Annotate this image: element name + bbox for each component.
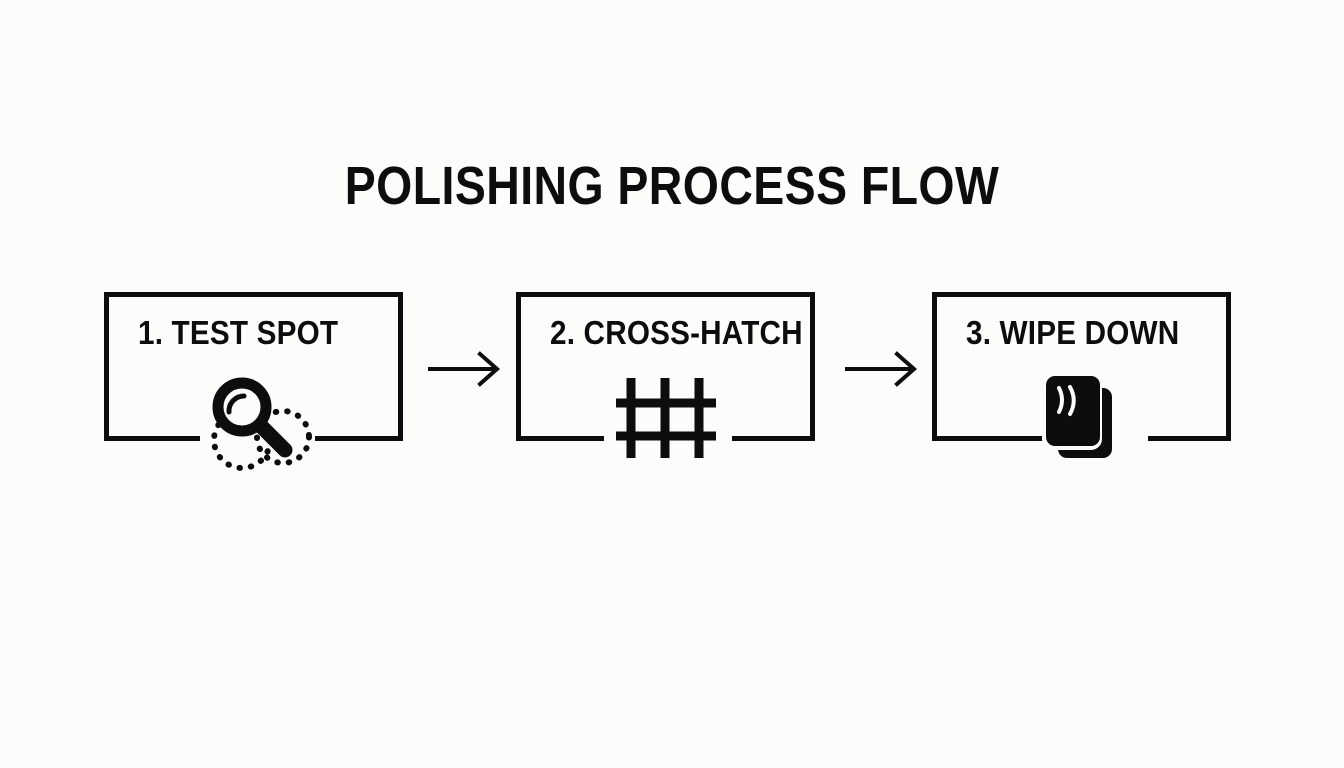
arrowhead-1 bbox=[477, 351, 501, 387]
grid-hatch-icon bbox=[612, 372, 732, 464]
step-label-2: 2. CROSS-HATCH bbox=[550, 314, 803, 351]
dotted-circle-right bbox=[254, 408, 312, 466]
step-box-outline bbox=[104, 292, 403, 441]
magnifier-icon bbox=[196, 377, 326, 471]
process-step-cross-hatch[interactable]: 2. CROSS-HATCH bbox=[516, 292, 815, 441]
lens-highlight-arc bbox=[226, 393, 247, 415]
step-label-1: 1. TEST SPOT bbox=[138, 314, 339, 351]
wipe-line-2 bbox=[1068, 385, 1076, 416]
arrowhead-2 bbox=[894, 351, 918, 387]
cloth-stack-icon bbox=[1036, 370, 1148, 462]
arrow-2-to-3 bbox=[845, 351, 921, 387]
process-step-test-spot[interactable]: 1. TEST SPOT bbox=[104, 292, 403, 441]
magnifier-lens bbox=[212, 377, 272, 437]
page-title: POLISHING PROCESS FLOW bbox=[344, 156, 1000, 216]
arrow-1-to-2 bbox=[428, 351, 504, 387]
process-step-wipe-down[interactable]: 3. WIPE DOWN bbox=[932, 292, 1231, 441]
wipe-line-1 bbox=[1057, 386, 1064, 414]
step-label-3: 3. WIPE DOWN bbox=[966, 314, 1180, 351]
step-box-outline bbox=[516, 292, 815, 441]
step-box-outline bbox=[932, 292, 1231, 441]
